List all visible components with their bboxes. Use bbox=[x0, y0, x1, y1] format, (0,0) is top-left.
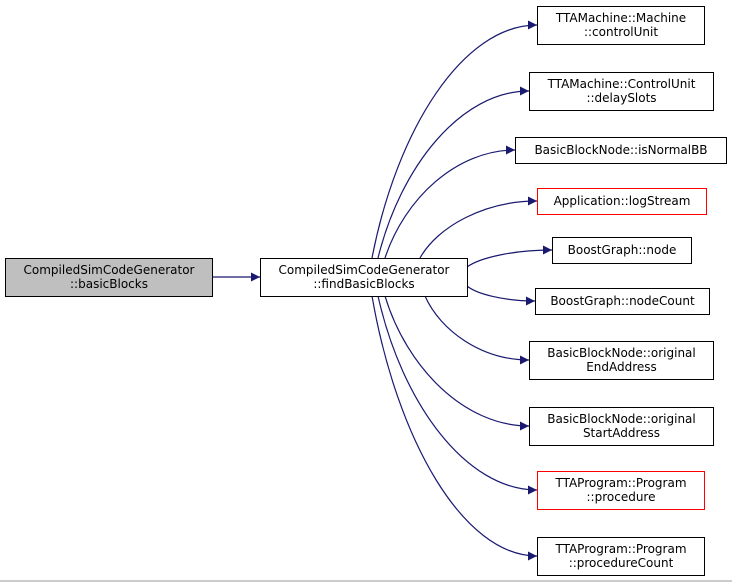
node-label-original-start-line-2: StartAddress bbox=[583, 426, 660, 440]
node-box-caller[interactable] bbox=[260, 258, 468, 297]
edge-caller-to-procedure bbox=[377, 295, 538, 495]
node-delay-slots[interactable]: TTAMachine::ControlUnit::delaySlots bbox=[529, 72, 714, 111]
node-root[interactable]: CompiledSimCodeGenerator::basicBlocks bbox=[5, 258, 213, 297]
node-label-original-end-line-1: BasicBlockNode::original bbox=[547, 346, 695, 360]
node-box-procedure-count[interactable] bbox=[537, 537, 705, 576]
node-label-log-stream-line-1: Application::logStream bbox=[554, 194, 691, 208]
node-box-original-end[interactable] bbox=[529, 341, 714, 380]
node-label-root-line-2: ::basicBlocks bbox=[70, 277, 148, 291]
node-label-original-start-line-1: BasicBlockNode::original bbox=[547, 412, 695, 426]
node-box-root[interactable] bbox=[5, 258, 213, 297]
node-label-delay-slots-line-2: ::delaySlots bbox=[586, 91, 656, 105]
node-label-procedure-line-1: TTAProgram::Program bbox=[554, 476, 686, 490]
edge-caller-to-node bbox=[466, 245, 553, 268]
node-procedure-count[interactable]: TTAProgram::Program::procedureCount bbox=[537, 537, 705, 576]
node-procedure[interactable]: TTAProgram::Program::procedure bbox=[537, 471, 705, 510]
node-box-procedure[interactable] bbox=[537, 471, 705, 510]
edge-caller-to-delay-slots bbox=[377, 86, 530, 259]
node-box-control-unit[interactable] bbox=[537, 6, 705, 45]
nodes-layer: CompiledSimCodeGenerator::basicBlocksCom… bbox=[5, 6, 727, 576]
edge-caller-to-control-unit bbox=[371, 20, 538, 259]
edge-caller-to-procedure-count bbox=[371, 295, 538, 561]
node-label-node-line-1: BoostGraph::node bbox=[568, 243, 677, 257]
node-label-control-unit-line-1: TTAMachine::Machine bbox=[555, 11, 686, 25]
node-label-caller-line-2: ::findBasicBlocks bbox=[313, 277, 414, 291]
node-log-stream[interactable]: Application::logStream bbox=[537, 188, 707, 215]
edge-caller-to-original-end bbox=[424, 295, 530, 365]
node-box-node[interactable] bbox=[552, 237, 692, 264]
node-box-is-normal-bb[interactable] bbox=[515, 137, 727, 164]
node-label-procedure-line-2: ::procedure bbox=[587, 490, 656, 504]
node-caller[interactable]: CompiledSimCodeGenerator::findBasicBlock… bbox=[260, 258, 468, 297]
node-label-root-line-1: CompiledSimCodeGenerator bbox=[24, 263, 195, 277]
edge-caller-to-original-start bbox=[384, 295, 530, 431]
edges-layer bbox=[212, 20, 553, 561]
node-label-control-unit-line-2: ::controlUnit bbox=[584, 25, 658, 39]
edge-caller-to-node-count bbox=[466, 285, 536, 306]
node-box-delay-slots[interactable] bbox=[529, 72, 714, 111]
node-label-caller-line-1: CompiledSimCodeGenerator bbox=[279, 263, 450, 277]
node-label-node-count-line-1: BoostGraph::nodeCount bbox=[550, 294, 695, 308]
node-box-original-start[interactable] bbox=[529, 407, 714, 446]
node-box-log-stream[interactable] bbox=[537, 188, 707, 215]
node-label-procedure-count-line-2: ::procedureCount bbox=[569, 556, 674, 570]
node-is-normal-bb[interactable]: BasicBlockNode::isNormalBB bbox=[515, 137, 727, 164]
node-control-unit[interactable]: TTAMachine::Machine::controlUnit bbox=[537, 6, 705, 45]
edge-caller-to-log-stream bbox=[419, 196, 538, 259]
node-label-delay-slots-line-1: TTAMachine::ControlUnit bbox=[547, 77, 696, 91]
node-label-procedure-count-line-1: TTAProgram::Program bbox=[554, 542, 686, 556]
node-label-original-end-line-2: EndAddress bbox=[586, 360, 657, 374]
node-box-node-count[interactable] bbox=[535, 288, 710, 315]
edge-caller-to-is-normal-bb bbox=[384, 145, 516, 259]
node-label-is-normal-bb-line-1: BasicBlockNode::isNormalBB bbox=[534, 143, 707, 157]
node-node[interactable]: BoostGraph::node bbox=[552, 237, 692, 264]
node-node-count[interactable]: BoostGraph::nodeCount bbox=[535, 288, 710, 315]
